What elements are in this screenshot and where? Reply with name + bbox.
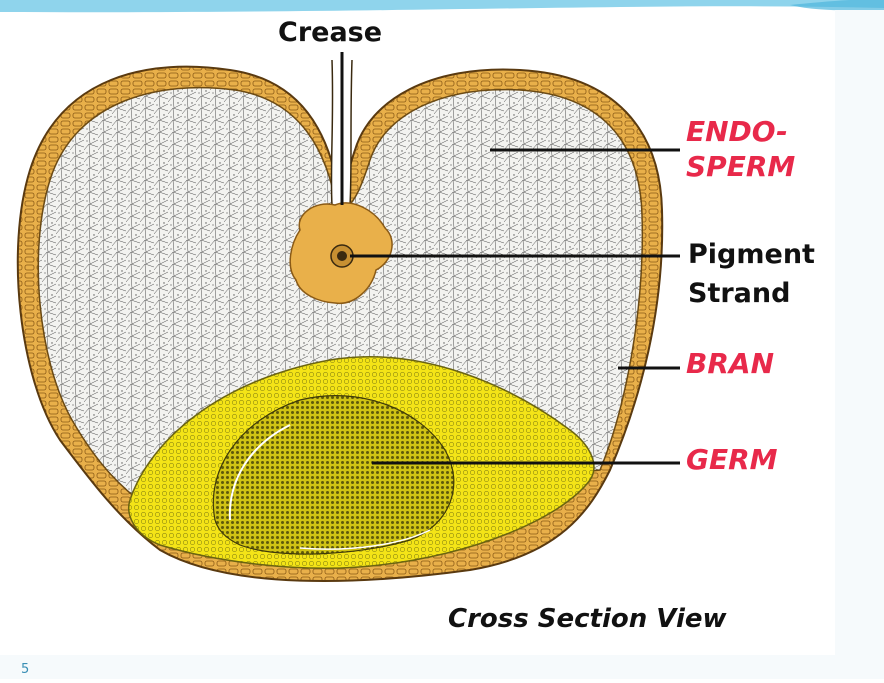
slide-bottom-band [0, 655, 884, 679]
germ-label: GERM [686, 443, 778, 476]
pigment-strand-label-line1: Pigment [688, 239, 815, 270]
slide-right-band [835, 10, 884, 679]
slide-accent-bar [0, 0, 884, 13]
cross-section-caption: Cross Section View [448, 604, 727, 634]
endosperm-label-line2: SPERM [686, 150, 796, 183]
page-number: 5 [21, 662, 30, 677]
pigment-strand-label-line2: Strand [688, 278, 791, 309]
crease-label: Crease [278, 17, 383, 48]
endosperm-label-line1: ENDO- [686, 115, 788, 148]
bran-label: BRAN [686, 347, 775, 380]
